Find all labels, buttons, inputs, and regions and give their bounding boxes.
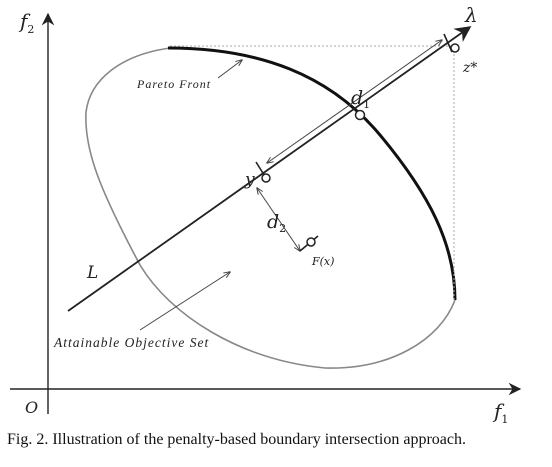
- pareto-front-label: Pareto Front: [136, 77, 211, 91]
- d2-dimension-arrow: [257, 188, 300, 251]
- line-L: [67, 26, 472, 312]
- attainable-set-pointer: [139, 272, 230, 331]
- d2-label: d2: [267, 211, 286, 235]
- Fx-label: F(x): [311, 255, 334, 268]
- d1-dimension-arrow: [267, 40, 442, 163]
- attainable-set-label: Attainable Objective Set: [53, 335, 209, 350]
- point-Fx: [306, 237, 316, 247]
- x-axis-label: f1: [492, 399, 508, 426]
- y-axis-label: f2: [18, 9, 34, 36]
- point-y: [261, 173, 271, 183]
- y-label: y: [244, 170, 255, 190]
- origin-label: O: [25, 398, 38, 417]
- point-z-star: [450, 43, 460, 53]
- figure-caption: Fig. 2. Illustration of the penalty-base…: [7, 431, 466, 448]
- attainable-region-boundary: [85, 47, 456, 369]
- z-star-label: z*: [462, 60, 477, 76]
- lambda-label: λ: [464, 3, 478, 27]
- pareto-front-pointer: [217, 60, 242, 79]
- point-intersection: [354, 109, 366, 121]
- d1-label: d1: [351, 87, 370, 111]
- L-label: L: [86, 263, 98, 283]
